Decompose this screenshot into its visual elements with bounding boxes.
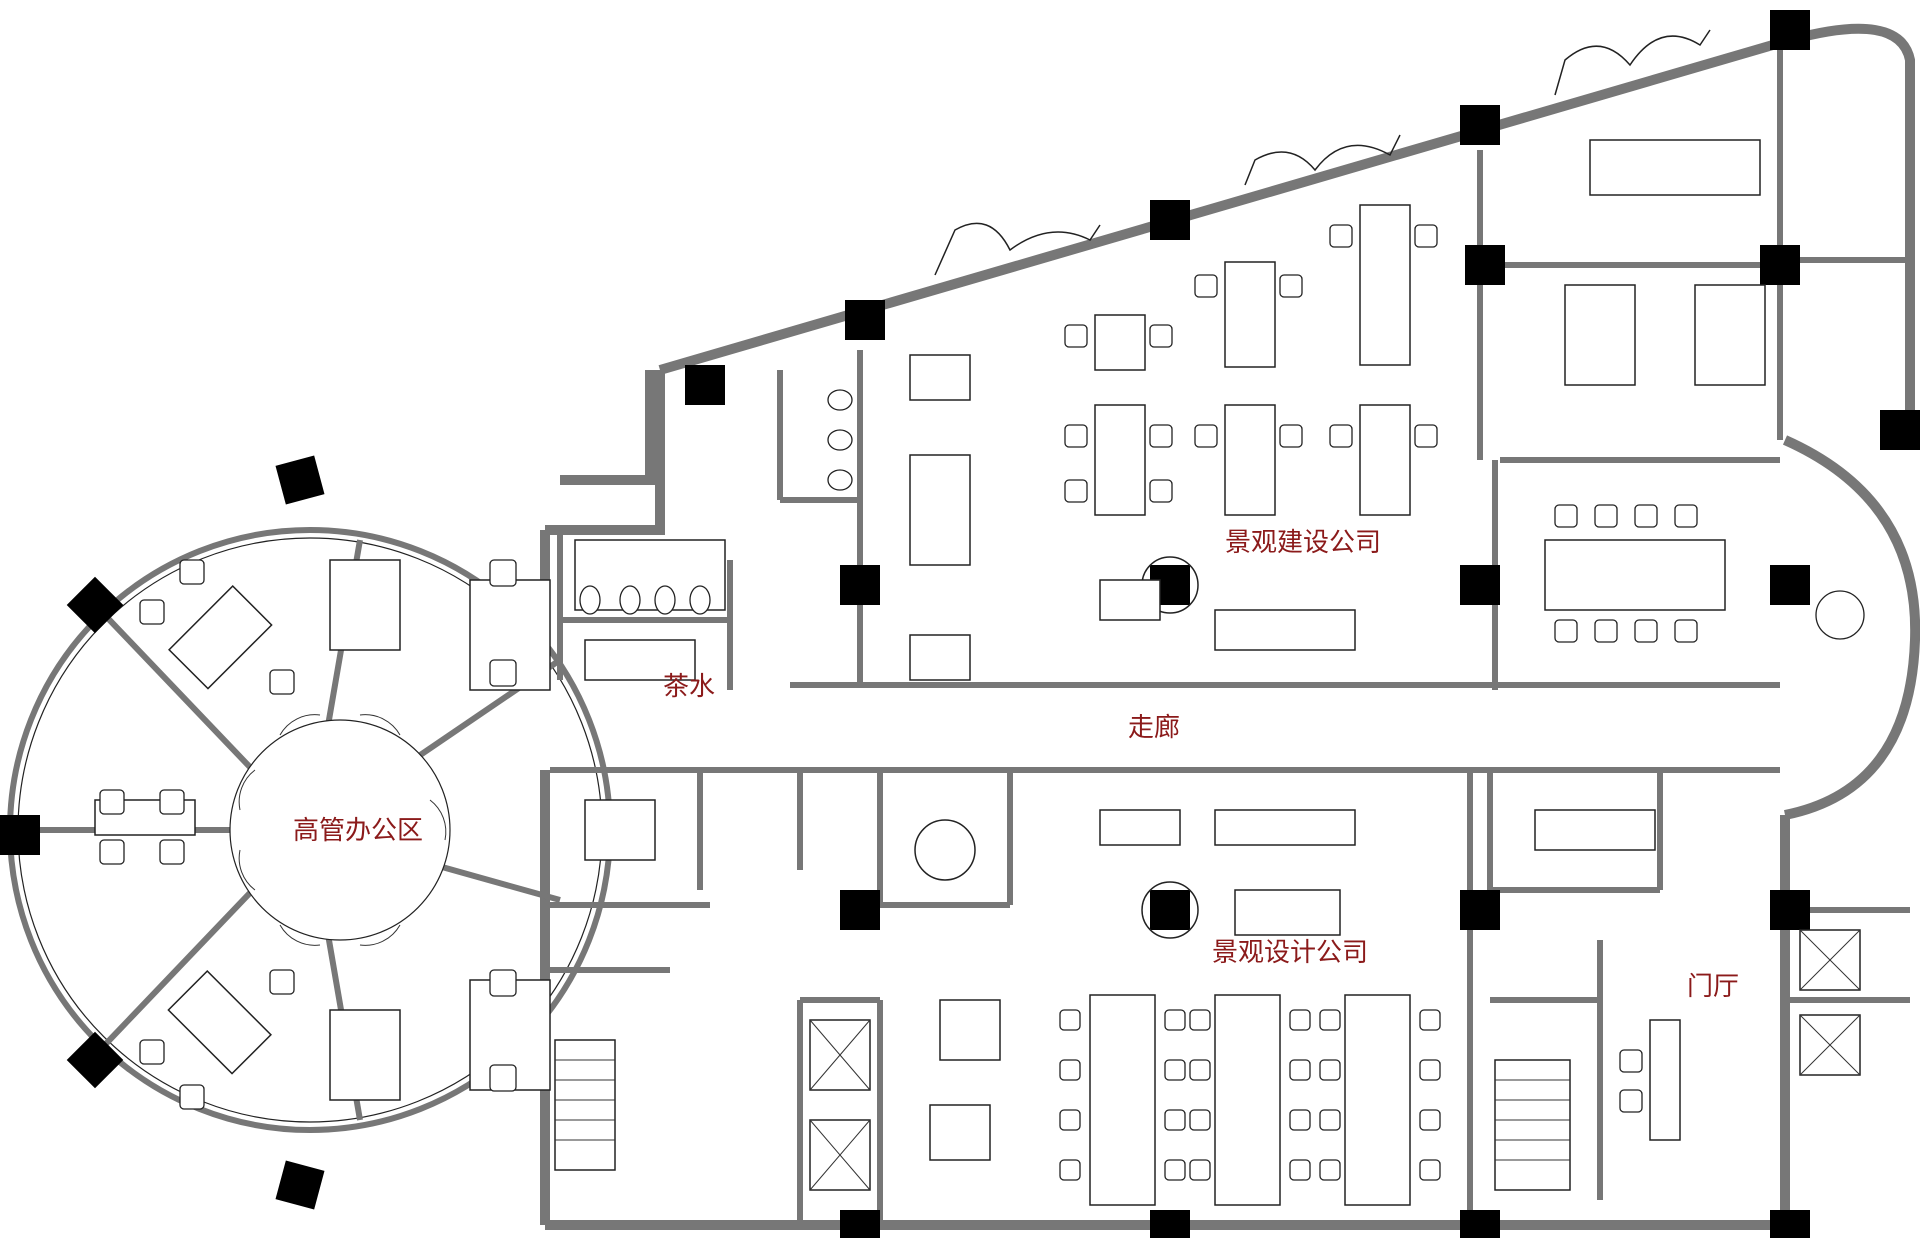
label-corridor: 走廊 bbox=[1128, 713, 1180, 743]
column bbox=[1460, 890, 1500, 930]
label-tea: 茶水 bbox=[663, 672, 715, 702]
column bbox=[1770, 890, 1810, 930]
column bbox=[1150, 1210, 1190, 1238]
column bbox=[275, 1160, 325, 1210]
column bbox=[275, 455, 325, 505]
column bbox=[1460, 565, 1500, 605]
column bbox=[1770, 565, 1810, 605]
executive-furniture bbox=[94, 559, 551, 1110]
column bbox=[1460, 105, 1500, 145]
room-labels: 景观建设公司 景观设计公司 走廊 高管办公区 茶水 门厅 bbox=[293, 528, 1739, 1002]
column bbox=[1770, 10, 1810, 50]
design-office-furniture bbox=[584, 799, 1681, 1206]
facade-bays bbox=[934, 29, 1711, 276]
label-landscape-construction: 景观建设公司 bbox=[1225, 528, 1381, 558]
label-executive: 高管办公区 bbox=[293, 816, 423, 846]
label-landscape-design: 景观设计公司 bbox=[1212, 938, 1368, 968]
column bbox=[685, 365, 725, 405]
column bbox=[1760, 245, 1800, 285]
column bbox=[66, 1031, 124, 1089]
construction-office-furniture bbox=[909, 139, 1865, 681]
interior-walls bbox=[550, 40, 1910, 1225]
column bbox=[840, 890, 880, 930]
column bbox=[1460, 1210, 1500, 1238]
label-lobby: 门厅 bbox=[1687, 972, 1739, 1002]
column bbox=[845, 300, 885, 340]
column bbox=[1880, 410, 1920, 450]
column bbox=[840, 1210, 880, 1238]
column bbox=[840, 565, 880, 605]
restroom-fixtures bbox=[574, 389, 853, 681]
column bbox=[1150, 890, 1190, 930]
columns bbox=[0, 10, 1920, 1238]
column bbox=[1770, 1210, 1810, 1238]
vertical-circulation bbox=[554, 929, 1861, 1191]
column bbox=[0, 815, 40, 855]
column bbox=[1465, 245, 1505, 285]
column bbox=[1150, 200, 1190, 240]
